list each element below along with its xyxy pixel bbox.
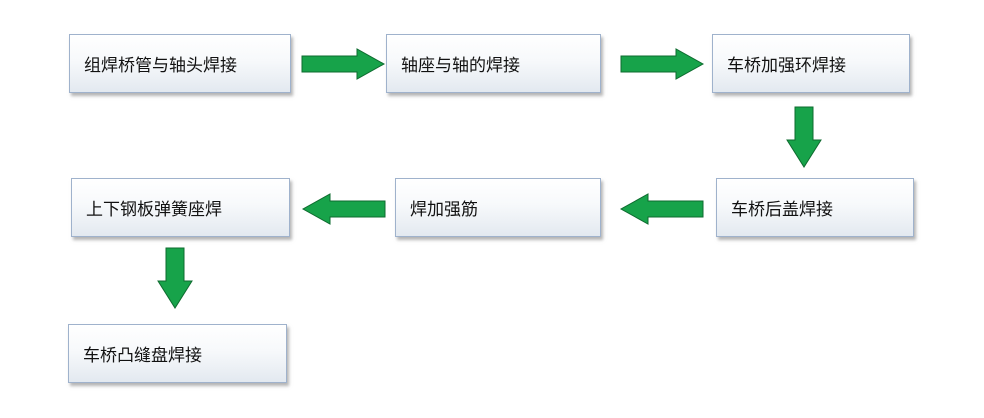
step-weld-axle-tube-and-spindle: 组焊桥管与轴头焊接 <box>69 34 291 93</box>
step-label: 轴座与轴的焊接 <box>401 56 520 76</box>
left-arrow-icon <box>301 193 386 225</box>
step-label: 车桥加强环焊接 <box>727 56 846 76</box>
step-weld-reinforcing-rib: 焊加强筋 <box>395 178 601 237</box>
down-arrow-icon <box>157 247 193 309</box>
left-arrow-icon <box>619 193 704 225</box>
step-weld-axle-rear-cover: 车桥后盖焊接 <box>716 178 914 237</box>
step-label: 组焊桥管与轴头焊接 <box>84 56 237 76</box>
step-label: 车桥后盖焊接 <box>731 200 833 220</box>
right-arrow-icon <box>620 48 705 80</box>
step-weld-axle-flange-plate: 车桥凸缝盘焊接 <box>68 324 287 383</box>
down-arrow-icon <box>786 106 822 168</box>
step-label: 车桥凸缝盘焊接 <box>83 346 202 366</box>
step-weld-axle-seat-and-shaft: 轴座与轴的焊接 <box>386 34 601 93</box>
step-weld-leaf-spring-seats: 上下钢板弹簧座焊 <box>71 178 290 237</box>
step-label: 焊加强筋 <box>410 200 478 220</box>
step-label: 上下钢板弹簧座焊 <box>86 200 222 220</box>
step-weld-axle-reinforcing-ring: 车桥加强环焊接 <box>712 34 910 93</box>
right-arrow-icon <box>301 48 386 80</box>
